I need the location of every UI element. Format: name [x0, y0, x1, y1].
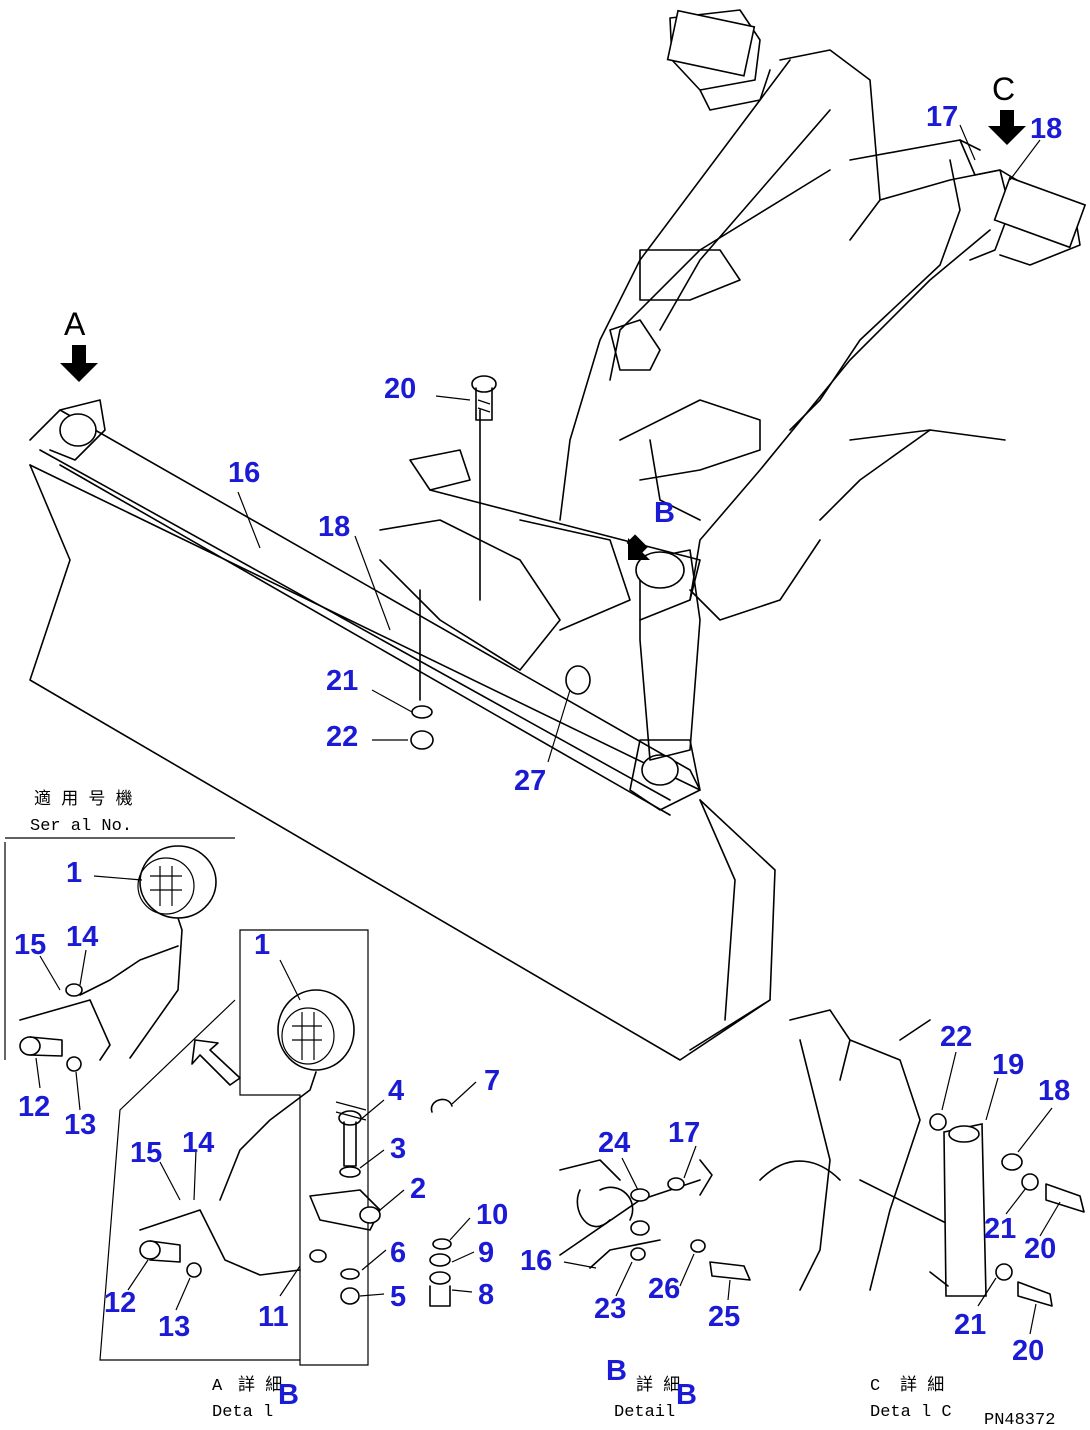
detail-a-jp: 詳 細	[238, 1375, 282, 1396]
washer-21-shape	[411, 705, 433, 719]
nut-22-shape	[410, 730, 434, 750]
callout-1-a: 1	[66, 857, 82, 889]
callout-18-top: 18	[1030, 113, 1062, 145]
callout-22-c: 22	[940, 1021, 972, 1053]
view-label-a: A	[64, 306, 86, 342]
callout-12-b: 12	[104, 1287, 136, 1319]
callout-10: 10	[476, 1199, 508, 1231]
detail-c-drawing	[759, 1009, 1085, 1307]
callout-15-a: 15	[14, 929, 46, 961]
serial-title-en: Ser al No.	[30, 817, 132, 836]
boom-frame-drawing	[559, 9, 1087, 621]
view-label-b: B	[654, 497, 675, 529]
callout-18-main: 18	[318, 511, 350, 543]
view-arrow-a	[60, 345, 98, 382]
detail-c-jp: 詳 細	[900, 1375, 944, 1396]
view-label-c: C	[992, 71, 1015, 107]
detail-a-leader-lines	[35, 875, 477, 1311]
callout-14-a: 14	[66, 921, 98, 953]
view-arrow-b	[626, 534, 650, 560]
callout-19-c: 19	[992, 1049, 1024, 1081]
detail-b-drawing	[559, 1159, 751, 1281]
detail-b-b-overlay: B	[676, 1379, 697, 1411]
callout-6: 6	[390, 1237, 406, 1269]
callout-21-c-upper: 21	[984, 1213, 1016, 1245]
blade-mount-drawing	[379, 409, 701, 761]
serial-number-box: 適 用 号 機 Ser al No.	[5, 789, 235, 839]
callout-21-c-lower: 21	[954, 1309, 986, 1341]
callout-13-a: 13	[64, 1109, 96, 1141]
detail-c-leader-lines	[941, 1051, 1061, 1335]
callout-1-b: 1	[254, 929, 270, 961]
detail-c-letter: C	[870, 1377, 880, 1396]
callout-3: 3	[390, 1133, 406, 1165]
detail-b-letter: B	[606, 1355, 627, 1387]
detail-a-drawing	[4, 842, 453, 1366]
callout-9: 9	[478, 1237, 494, 1269]
callout-23-b: 23	[594, 1293, 626, 1325]
callout-20-c-lower: 20	[1012, 1335, 1044, 1367]
callout-5: 5	[390, 1281, 406, 1313]
callout-18-c: 18	[1038, 1075, 1070, 1107]
callout-2: 2	[410, 1173, 426, 1205]
callout-26-b: 26	[648, 1273, 680, 1305]
callout-20-main: 20	[384, 373, 416, 405]
detail-c-en: Deta l C	[870, 1403, 952, 1422]
callout-25-b: 25	[708, 1301, 740, 1333]
callout-15-b: 15	[130, 1137, 162, 1169]
callout-17-b: 17	[668, 1117, 700, 1149]
callout-14-b: 14	[182, 1127, 214, 1159]
callout-7: 7	[484, 1065, 500, 1097]
callout-16-b: 16	[520, 1245, 552, 1277]
main-leader-lines	[237, 124, 1041, 763]
callout-24-b: 24	[598, 1127, 630, 1159]
callout-11: 11	[258, 1301, 289, 1333]
callout-27-main: 27	[514, 765, 546, 797]
callout-12-a: 12	[18, 1091, 50, 1123]
callout-22-main: 22	[326, 721, 358, 753]
detail-a-en: Deta l	[212, 1403, 273, 1422]
callout-13-b: 13	[158, 1311, 190, 1343]
detail-b-jp: 詳 細	[636, 1375, 680, 1396]
dozer-blade-drawing	[29, 399, 776, 1061]
figure-code: PN48372	[984, 1411, 1055, 1430]
callout-4: 4	[388, 1075, 404, 1107]
callout-8: 8	[478, 1279, 494, 1311]
callout-21-main: 21	[326, 665, 358, 697]
callout-20-c-upper: 20	[1024, 1233, 1056, 1265]
detail-b-leader-lines	[563, 1145, 731, 1301]
detail-b-en: Detail	[614, 1403, 675, 1422]
detail-a-b-overlay: B	[278, 1379, 299, 1411]
callout-17-main: 17	[926, 101, 958, 133]
detail-a-letter: A	[212, 1377, 223, 1396]
view-arrow-c	[988, 110, 1026, 145]
callout-16-main: 16	[228, 457, 260, 489]
bolt-20-drawing	[471, 375, 497, 421]
serial-title-jp: 適 用 号 機	[34, 789, 133, 810]
